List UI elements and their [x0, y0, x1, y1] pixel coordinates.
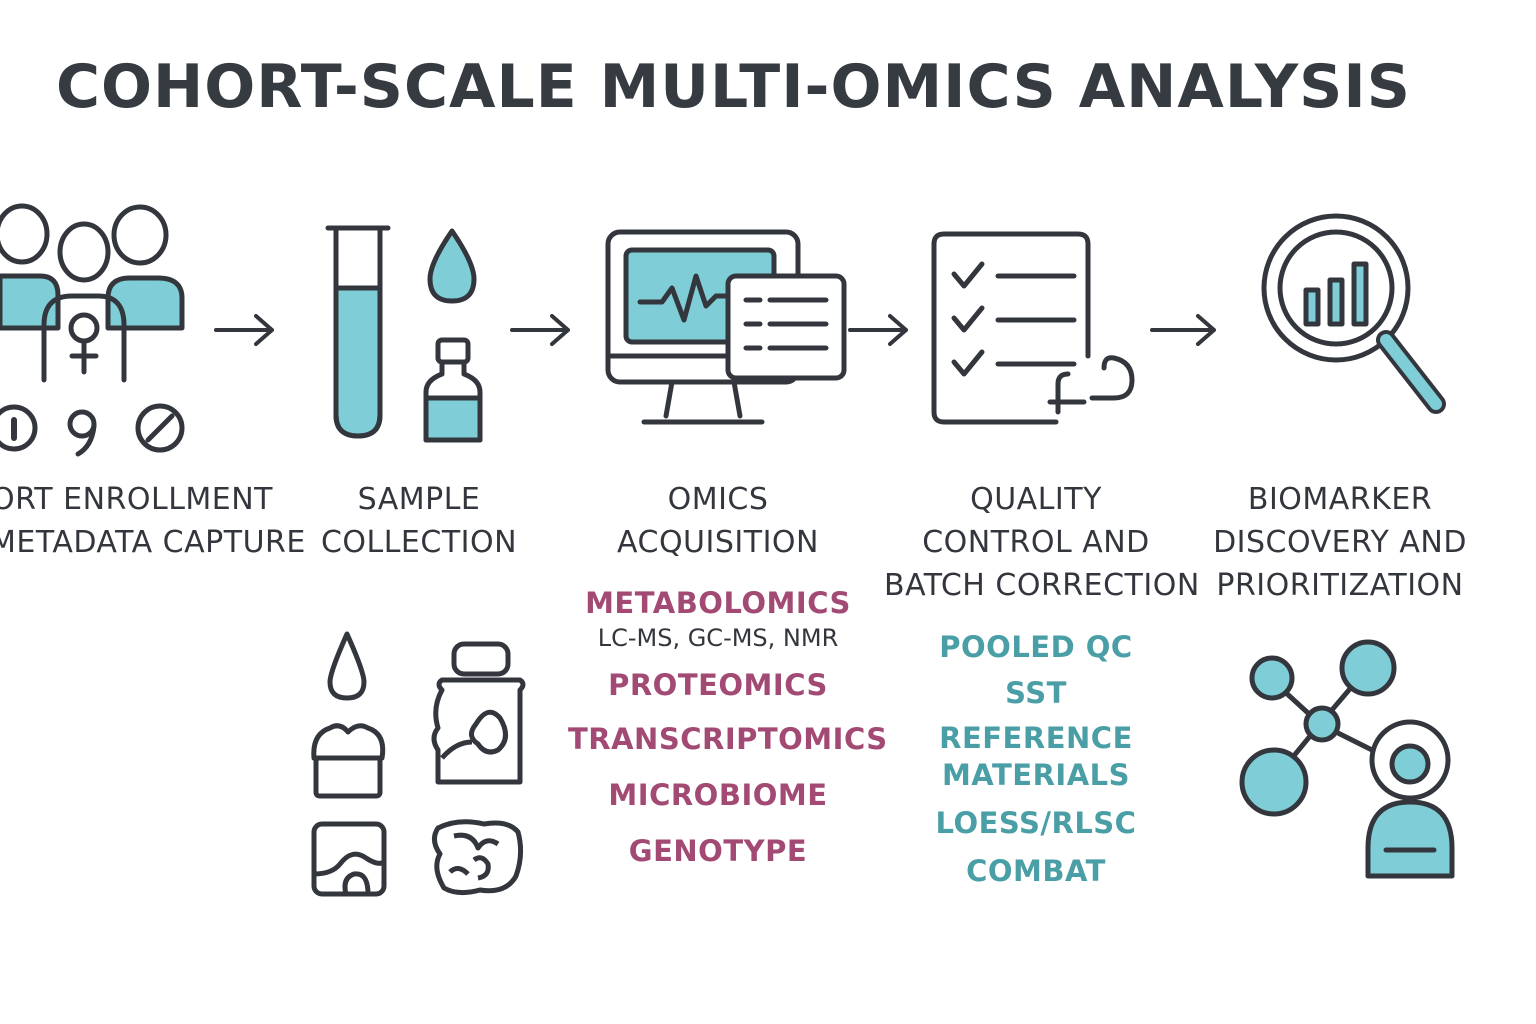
qc-item-reference: REFERENCE: [939, 721, 1133, 755]
tissue-sample-icon: [306, 818, 390, 900]
step-label-quality-control: QUALITY CONTROL AND BATCH CORRECTION: [884, 482, 1200, 603]
qc-item-pooled-qc: POOLED QC: [939, 630, 1133, 664]
arrow-icon: [1148, 312, 1220, 353]
biomarker-network-icon: [1236, 636, 1460, 886]
vial-icon: [420, 334, 486, 446]
specimen-jar-icon: [426, 638, 534, 788]
qc-item-sst: SST: [1005, 676, 1067, 710]
drop-icon: [422, 225, 482, 307]
magnifier-chart-icon: [1258, 208, 1454, 422]
omics-item-metabolomics: METABOLOMICS: [585, 586, 851, 620]
qc-item-loess-rlsc: LOESS/RLSC: [935, 806, 1137, 840]
omics-type-list: METABOLOMICS LC-MS, GC-MS, NMR PROTEOMIC…: [568, 584, 888, 870]
step-label-biomarker-discovery: BIOMARKER DISCOVERY AND PRIORITIZATION: [1213, 482, 1467, 603]
arrow-icon: [846, 312, 912, 353]
omics-item-genotype: GENOTYPE: [628, 834, 808, 868]
checklist-icon: [928, 226, 1148, 426]
arrow-icon: [212, 312, 278, 353]
omics-item-proteomics: PROTEOMICS: [608, 668, 828, 702]
omics-item-transcriptomics: TRANSCRIPTOMICS: [568, 722, 888, 756]
test-tube-icon: [322, 210, 394, 450]
arrow-icon: [508, 312, 574, 353]
computer-monitor-icon: [600, 226, 850, 442]
step-label-sample-collection: SAMPLE COLLECTION: [320, 482, 518, 560]
qc-method-list: POOLED QC SST REFERENCE MATERIALS LOESS/…: [906, 628, 1166, 890]
omics-item-microbiome: MICROBIOME: [608, 778, 828, 812]
diagram-title: COHORT-SCALE MULTI-OMICS ANALYSIS: [56, 52, 1411, 122]
people-cohort-icon: [0, 200, 195, 465]
drop-outline-icon: [322, 628, 372, 704]
stool-container-icon: [306, 718, 390, 802]
qc-item-combat: COMBAT: [966, 854, 1106, 888]
qc-item-materials: MATERIALS: [941, 758, 1131, 792]
step-label-cohort-enrollment: ORT ENROLLMENT METADATA CAPTURE: [0, 482, 306, 560]
step-label-omics-acquisition: OMICS ACQUISITION: [617, 482, 819, 560]
omics-metabolomics-methods: LC-MS, GC-MS, NMR: [597, 624, 839, 652]
tissue-biopsy-icon: [428, 814, 526, 900]
